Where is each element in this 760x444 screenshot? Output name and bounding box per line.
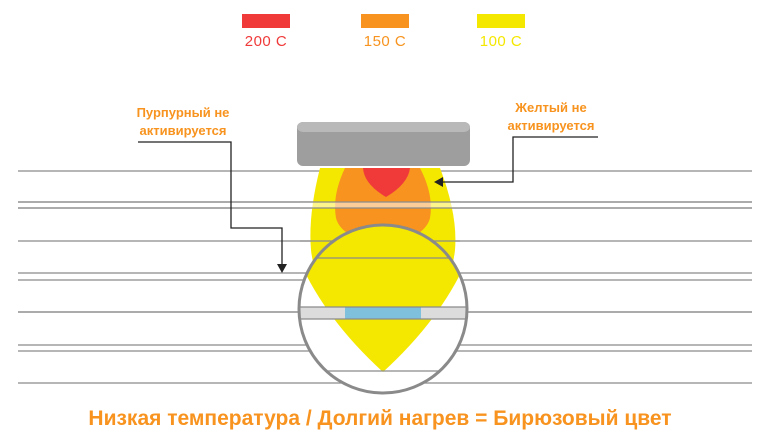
- magnifier-content: [299, 225, 467, 393]
- legend-item-150: 150 C: [345, 14, 425, 50]
- diagram-caption: Низкая температура / Долгий нагрев = Бир…: [88, 407, 672, 430]
- annotation-left-line2: активируется: [139, 123, 227, 138]
- leader-arrow-right: [441, 136, 598, 183]
- annotation-right-line2: активируется: [507, 118, 595, 133]
- leader-arrow-left: [138, 141, 283, 266]
- annotation-right-line1: Желтый не: [515, 100, 587, 115]
- legend-label-200: 200 C: [244, 33, 288, 50]
- heater-block-shade: [297, 122, 470, 132]
- magnifier-ring: [297, 223, 469, 395]
- legend-swatch-red: [242, 14, 290, 28]
- activated-zone: [345, 307, 421, 319]
- arrowhead-left: [277, 264, 287, 273]
- arrowhead-right: [434, 177, 443, 187]
- legend-swatch-orange: [361, 14, 409, 28]
- heat-zone-200: [363, 168, 410, 197]
- legend-label-150: 150 C: [363, 33, 407, 50]
- legend-item-100: 100 C: [461, 14, 541, 50]
- legend-label-100: 100 C: [479, 33, 523, 50]
- annotation-right: Желтый не активируется: [496, 99, 606, 135]
- legend-item-200: 200 C: [226, 14, 306, 50]
- heater-block: [297, 122, 470, 166]
- annotation-left-line1: Пурпурный не: [136, 105, 230, 120]
- annotation-left: Пурпурный не активируется: [128, 104, 238, 140]
- legend-swatch-yellow: [477, 14, 525, 28]
- layer-band-1: [300, 202, 460, 208]
